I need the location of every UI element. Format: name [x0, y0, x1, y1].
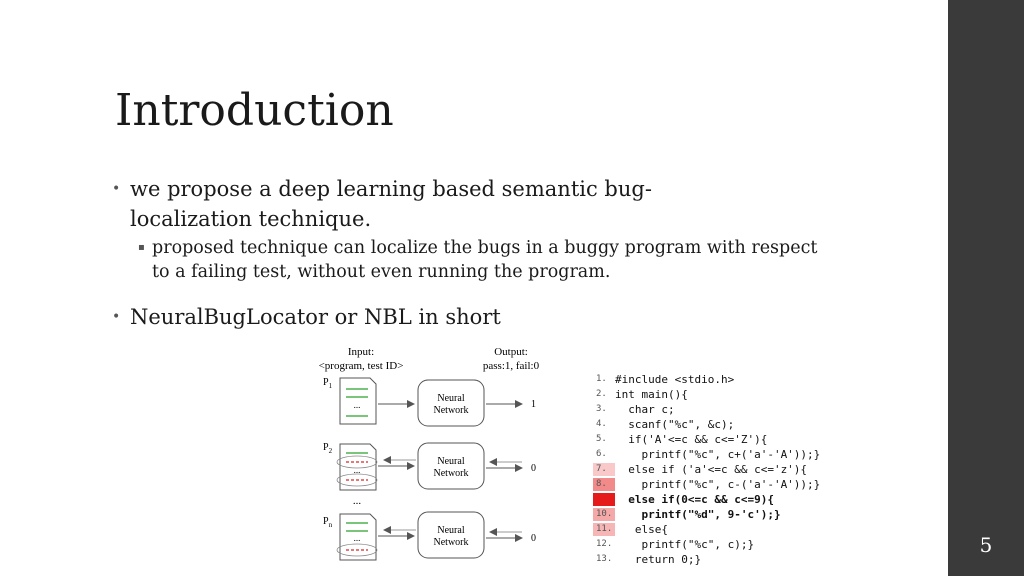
- bullet-2: • NeuralBugLocator or NBL in short: [112, 302, 752, 332]
- code-text: printf("%c", c+('a'-'A'));}: [615, 447, 821, 461]
- code-line-row: 6. printf("%c", c+('a'-'A'));}: [593, 446, 820, 461]
- code-line-row: 9. else if(0<=c && c<=9){: [593, 491, 820, 506]
- line-number: 1.: [596, 373, 607, 384]
- code-line-row: 10. printf("%d", 9-'c');}: [593, 506, 820, 521]
- code-line-row: 2. int main(){: [593, 386, 820, 401]
- bullet-dot: •: [112, 309, 121, 325]
- highlight-ellipse: [336, 473, 378, 487]
- program-label-2: P2: [323, 442, 333, 455]
- input-sub: <program, test ID>: [319, 360, 404, 372]
- highlight-ellipse: [336, 543, 378, 557]
- code-line-row: 7. else if ('a'<=c && c<='z'){: [593, 461, 820, 476]
- line-number: 3.: [596, 403, 607, 414]
- program-row-2: P2 ... Neural Network 0: [323, 442, 536, 491]
- line-number: 5.: [596, 433, 607, 444]
- program-label-n: Pn: [323, 516, 333, 529]
- program-label-1: P1: [323, 377, 333, 390]
- document-icon: [339, 443, 377, 491]
- code-text: #include <stdio.h>: [615, 372, 735, 386]
- code-text: int main(){: [615, 387, 688, 401]
- code-line-row: 1. #include <stdio.h>: [593, 371, 820, 386]
- document-icon: [339, 513, 377, 561]
- input-title: Input:: [348, 346, 374, 358]
- nbl-diagram: Input: <program, test ID> Output: pass:1…: [300, 342, 560, 570]
- neural-network-box: [417, 379, 485, 427]
- code-line-row: 11. else{: [593, 521, 820, 536]
- doc-ellipsis: ...: [354, 465, 361, 475]
- sub-bullet-1: ▪ proposed technique can localize the bu…: [138, 236, 838, 284]
- code-line-row: 13. return 0;}: [593, 551, 820, 566]
- line-number: 9.: [593, 492, 615, 506]
- neural-network-box: [417, 511, 485, 559]
- output-value: 0: [531, 533, 536, 544]
- sub-bullet-dot: ▪: [138, 242, 145, 253]
- code-listing: 1.#include <stdio.h>2.int main(){3. char…: [593, 371, 820, 566]
- neural-network-box: [417, 442, 485, 490]
- line-number: 13.: [596, 553, 613, 564]
- page-number: 5: [979, 533, 993, 557]
- output-sub: pass:1, fail:0: [483, 360, 540, 372]
- network-label: Network: [434, 405, 469, 416]
- output-value: 1: [531, 399, 536, 410]
- program-row-n: Pn ... Neural Network 0: [323, 511, 536, 561]
- code-text: printf("%c", c);}: [615, 537, 755, 551]
- bullet-2-text: NeuralBugLocator or NBL in short: [130, 305, 501, 329]
- doc-ellipsis: ...: [354, 400, 361, 410]
- code-text: if('A'<=c && c<='Z'){: [615, 432, 768, 446]
- code-line-row: 8. printf("%c", c-('a'-'A'));}: [593, 476, 820, 491]
- bullet-dot: •: [112, 181, 121, 197]
- network-label: Network: [434, 468, 469, 479]
- code-text: scanf("%c", &c);: [615, 417, 735, 431]
- right-sidebar-bar: [948, 0, 1024, 576]
- line-number: 4.: [596, 418, 607, 429]
- network-label: Neural: [437, 456, 464, 467]
- code-text: else{: [615, 522, 668, 536]
- bullet-1: • we propose a deep learning based seman…: [112, 174, 752, 234]
- line-number: 12.: [596, 538, 613, 549]
- line-number: 2.: [596, 388, 607, 399]
- line-number: 7.: [593, 462, 615, 476]
- line-number: 11.: [593, 522, 615, 536]
- line-number: 8.: [593, 477, 615, 491]
- network-label: Network: [434, 537, 469, 548]
- line-number: 10.: [593, 507, 615, 521]
- code-line-row: 3. char c;: [593, 401, 820, 416]
- output-value: 0: [531, 463, 536, 474]
- code-text: char c;: [615, 402, 675, 416]
- network-label: Neural: [437, 525, 464, 536]
- code-text: else if ('a'<=c && c<='z'){: [615, 462, 808, 476]
- program-row-1: P1 ... Neural Network 1: [323, 377, 536, 427]
- bullet-1-text: we propose a deep learning based semanti…: [130, 177, 652, 231]
- code-line-row: 5. if('A'<=c && c<='Z'){: [593, 431, 820, 446]
- highlight-ellipse: [336, 455, 378, 469]
- doc-ellipsis: ...: [354, 533, 361, 543]
- code-text: printf("%c", c-('a'-'A'));}: [615, 477, 821, 491]
- output-title: Output:: [494, 346, 528, 358]
- sub-bullet-1-text: proposed technique can localize the bugs…: [152, 238, 818, 282]
- network-label: Neural: [437, 393, 464, 404]
- code-text: return 0;}: [615, 552, 702, 566]
- code-text: else if(0<=c && c<=9){: [615, 492, 774, 506]
- rows-ellipsis: ...: [353, 495, 362, 507]
- code-line-row: 12. printf("%c", c);}: [593, 536, 820, 551]
- line-number: 6.: [596, 448, 607, 459]
- code-line-row: 4. scanf("%c", &c);: [593, 416, 820, 431]
- nbl-diagram-svg: Input: <program, test ID> Output: pass:1…: [319, 346, 540, 561]
- code-text: printf("%d", 9-'c');}: [615, 507, 781, 521]
- slide-title: Introduction: [115, 85, 394, 136]
